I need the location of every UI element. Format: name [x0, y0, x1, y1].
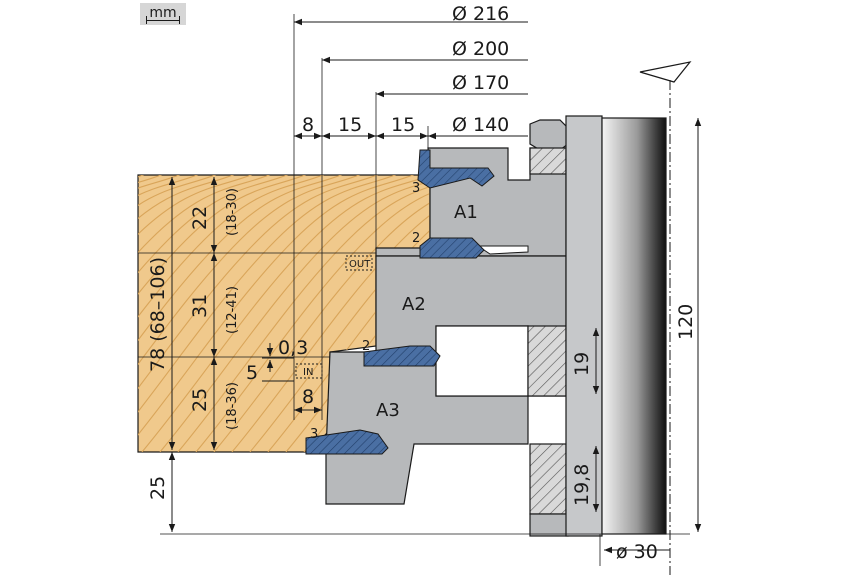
- grain-line: [138, 175, 191, 452]
- grain-line: [0, 170, 118, 452]
- edge-a1-top: 3: [412, 181, 420, 196]
- grain-line: [159, 175, 430, 452]
- edge-a3-top: 2: [362, 339, 370, 354]
- grain-line: [195, 175, 430, 452]
- rotation-direction-icon: [639, 61, 692, 83]
- diameter-200-label: Ø 200: [452, 38, 509, 60]
- grain-line: [138, 175, 299, 452]
- diameter-170-label: Ø 170: [452, 72, 509, 94]
- section-1-range: (18-30): [225, 188, 240, 236]
- grain-line: [0, 170, 136, 452]
- tool-height-label: 120: [675, 304, 697, 340]
- grain-line: [177, 175, 430, 452]
- step-15a-label: 15: [338, 114, 362, 136]
- knives: [305, 149, 495, 455]
- cutter-body: [325, 147, 567, 505]
- overlap-label: 5: [246, 362, 258, 384]
- gap-label: 0,3: [278, 337, 308, 359]
- diameter-216-label: Ø 216: [452, 3, 509, 25]
- grain-line: [138, 175, 263, 452]
- cutter-a2-label: A2: [402, 294, 426, 315]
- section-1-value: 22: [189, 206, 211, 230]
- cutter-a3-label: A3: [376, 400, 400, 421]
- spacer-upper-label: 19: [571, 352, 593, 376]
- overall-height-label: 78 (68–106): [147, 257, 169, 372]
- step-8-label: 8: [302, 114, 314, 136]
- adjust-in-tag: IN: [303, 367, 313, 378]
- section-3-value: 25: [189, 388, 211, 412]
- cutter-a1-label: A1: [454, 202, 478, 223]
- bore-label: ø 30: [616, 541, 658, 563]
- grain-line: [138, 175, 371, 452]
- spacer-lower-label: 19,8: [571, 464, 593, 506]
- section-2-range: (12-41): [225, 286, 240, 334]
- edge-a1-bottom: 2: [412, 231, 420, 246]
- grain-line: [138, 175, 407, 452]
- step-15b-label: 15: [391, 114, 415, 136]
- bottom-offset-label: 25: [147, 476, 169, 500]
- grain-line: [138, 175, 245, 452]
- grain-line: [138, 175, 281, 452]
- unit-label: mm: [149, 5, 177, 21]
- diameter-140-label: Ø 140: [452, 114, 509, 136]
- lip-label: 8: [302, 386, 314, 408]
- adjust-out-tag: OUT: [349, 259, 371, 270]
- section-3-range: (18-36): [225, 382, 240, 430]
- grain-line: [138, 175, 335, 452]
- unit-scale-icon: [146, 16, 180, 24]
- grain-line: [138, 175, 155, 452]
- grain-line: [213, 175, 430, 452]
- edge-a3-bottom: 3: [310, 427, 318, 442]
- grain-line: [138, 175, 209, 452]
- grain-line: [141, 175, 430, 452]
- grain-line: [138, 175, 227, 452]
- grain-line: [138, 175, 389, 452]
- unit-badge: mm: [140, 3, 186, 25]
- section-2-value: 31: [189, 294, 211, 318]
- grain-line: [138, 175, 317, 452]
- hub-assembly: [527, 61, 692, 575]
